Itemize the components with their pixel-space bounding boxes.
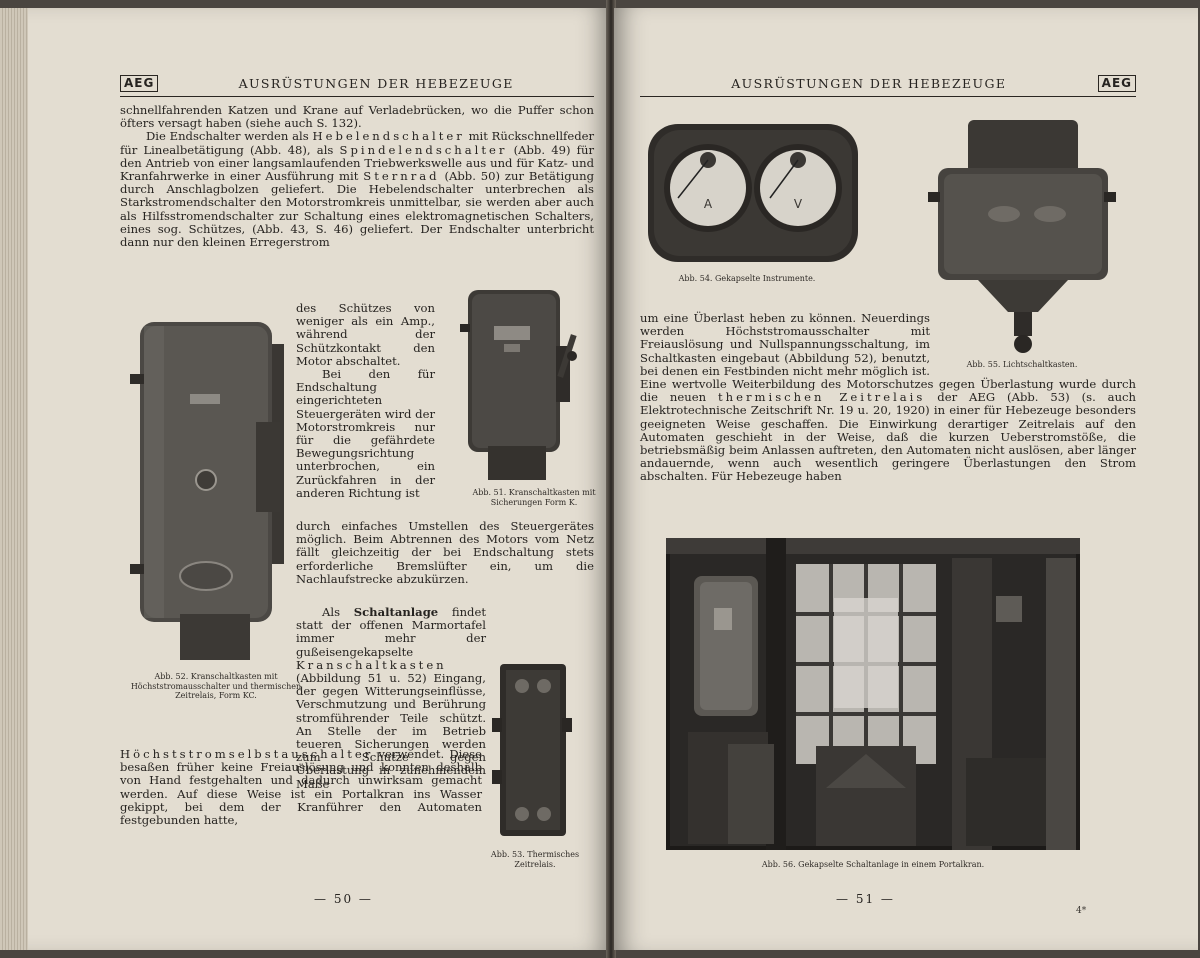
folio-51: — 51 — (836, 892, 895, 906)
kranschaltkasten-k-photo (460, 290, 577, 480)
running-title: AUSRÜSTUNGEN DER HEBEZEUGE (238, 75, 514, 91)
signature-mark: 4* (1076, 906, 1087, 916)
paragraph: um eine Überlast heben zu können. Neuerd… (640, 311, 1137, 484)
right-page: AUSRÜSTUNGEN DER HEBEZEUGE AEG A V Abb. … (614, 8, 1198, 950)
book-spine (606, 0, 616, 958)
caption-abb-55: Abb. 55. Lichtschaltkasten. (966, 360, 1078, 369)
caption-abb-51: Abb. 51. Kranschaltkasten mit Sicherunge… (472, 488, 596, 507)
meter-a-label: A (704, 197, 713, 211)
gekapselte-instrumente-photo: A V (648, 124, 858, 262)
aeg-logo: AEG (120, 74, 159, 92)
left-mid-text: durch einfaches Umstellen des Steuergerä… (296, 519, 594, 586)
left-text-top: schnellfahrenden Katzen und Krane auf Ve… (120, 103, 595, 250)
left-page: AEG AUSRÜSTUNGEN DER HEBEZEUGE schnellfa… (28, 8, 610, 950)
caption-abb-52: Abb. 52. Kranschaltkasten mit Höchststro… (130, 672, 302, 700)
paragraph: Höchststromselbstauschalter verwendet. D… (120, 747, 482, 828)
paragraph: Als Schaltanlage findet statt der offene… (296, 605, 487, 791)
right-running-header: AUSRÜSTUNGEN DER HEBEZEUGE AEG (640, 70, 1136, 97)
folio-50: — 50 — (314, 892, 373, 906)
caption-abb-56: Abb. 56. Gekapselte Schaltanlage in eine… (761, 860, 985, 869)
left-running-header: AEG AUSRÜSTUNGEN DER HEBEZEUGE (120, 70, 594, 97)
kranschaltkasten-kc-photo (130, 322, 284, 660)
lichtschaltkasten-photo (928, 120, 1116, 353)
thermisches-zeitrelais-photo (492, 664, 572, 836)
paragraph: schnellfahrenden Katzen und Krane auf Ve… (120, 103, 594, 131)
schaltanlage-portalkran-photo (666, 538, 1080, 850)
paragraph: des Schützes von weniger als ein Amp., w… (296, 301, 435, 368)
page-edges (0, 8, 28, 950)
caption-abb-53: Abb. 53. Thermisches Zeitrelais. (490, 850, 580, 869)
running-title: AUSRÜSTUNGEN DER HEBEZEUGE (731, 75, 1007, 91)
caption-abb-54: Abb. 54. Gekapselte Instrumente. (678, 274, 816, 283)
aeg-logo: AEG (1097, 74, 1136, 92)
left-lower-text: Als Schaltanlage findet statt der offene… (296, 605, 487, 791)
right-text: um eine Überlast heben zu können. Neuerd… (640, 311, 1137, 484)
left-bottom-text: Höchststromselbstauschalter verwendet. D… (120, 747, 482, 828)
paragraph: Die Endschalter werden als Hebelendschal… (120, 129, 595, 250)
paragraph: durch einfaches Umstellen des Steuergerä… (296, 519, 594, 586)
paragraph: Bei den für Endschaltung eingerichteten … (296, 367, 435, 500)
left-column-continued: des Schützes von weniger als ein Amp., w… (120, 301, 435, 500)
meter-v-label: V (794, 197, 803, 211)
